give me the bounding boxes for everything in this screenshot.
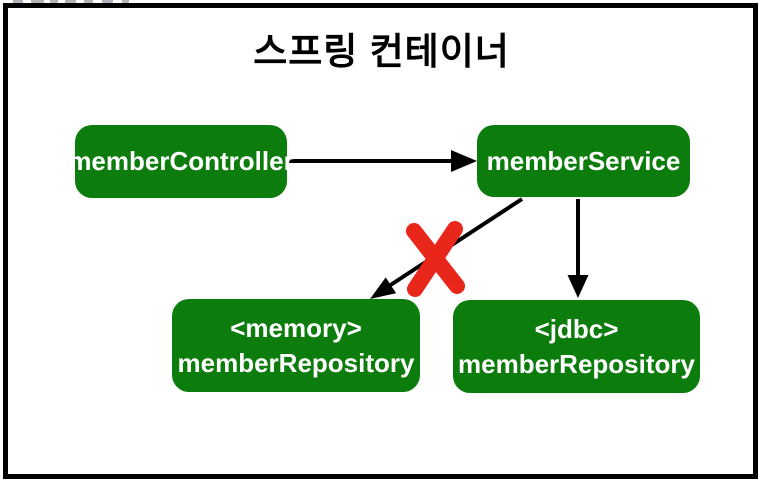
cropped-text-artifact (50, 0, 58, 3)
box-member-service: memberService (477, 125, 690, 197)
box-member-controller: memberController (68, 125, 294, 198)
red-cross-out-icon (406, 221, 465, 297)
cropped-text-artifact (84, 0, 93, 3)
box-memory-tag-label: <memory> (230, 313, 362, 344)
cropped-text-artifact (31, 0, 44, 3)
box-jdbc-name-label: memberRepository (458, 348, 695, 379)
arrow-controller-to-service (287, 150, 477, 172)
cropped-text-artifact (13, 0, 23, 3)
cropped-text-artifact (102, 0, 113, 3)
box-jdbc-tag-label: <jdbc> (534, 314, 619, 345)
cropped-text-artifact (122, 0, 129, 3)
box-jdbc-member-repository: <jdbc> memberRepository (453, 300, 700, 393)
box-memory-member-repository: <memory> memberRepository (172, 299, 420, 392)
spring-container-frame (3, 3, 758, 479)
diagram-title: 스프링 컨테이너 (253, 31, 510, 72)
box-member-controller-label: memberController (68, 146, 294, 177)
arrow-service-to-jdbc-repository (567, 199, 589, 298)
cropped-text-artifact (65, 0, 76, 3)
box-member-service-label: memberService (486, 145, 681, 176)
box-memory-name-label: memberRepository (177, 347, 415, 378)
